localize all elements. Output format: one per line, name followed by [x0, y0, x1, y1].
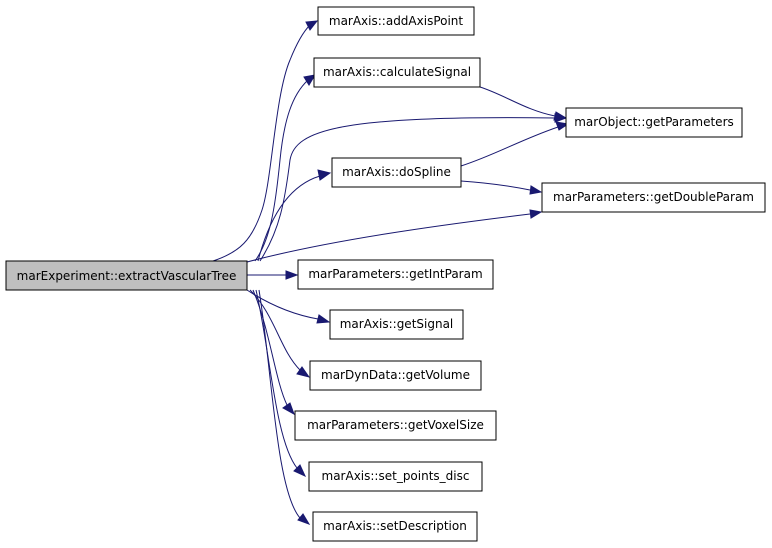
edge-doSpline-getDoubleParam-arrow [529, 185, 543, 195]
node-getDoubleParam-label: marParameters::getDoubleParam [553, 190, 754, 204]
edge-root-setPointsDisc [255, 289, 298, 469]
edge-root-setDescription [258, 289, 301, 519]
node-getSignal[interactable]: marAxis::getSignal [329, 309, 464, 340]
node-getVoxelSize[interactable]: marParameters::getVoxelSize [294, 410, 497, 441]
node-getSignal-label: marAxis::getSignal [340, 317, 454, 331]
node-setDescription-label: marAxis::setDescription [323, 519, 467, 533]
node-addAxisPoint[interactable]: marAxis::addAxisPoint [317, 6, 475, 36]
node-getVoxelSize-label: marParameters::getVoxelSize [307, 418, 484, 432]
edge-calculateSignal-getParameters [479, 86, 556, 117]
edges [212, 20, 570, 525]
edge-root-calculateSignal [254, 79, 309, 262]
node-getDoubleParam[interactable]: marParameters::getDoubleParam [541, 182, 766, 213]
node-getIntParam[interactable]: marParameters::getIntParam [297, 259, 494, 290]
edge-root-getDoubleParam-arrow [529, 209, 543, 219]
edge-root-doSpline-arrow [317, 169, 332, 181]
nodes: marExperiment::extractVascularTree marAx… [5, 6, 766, 542]
node-getParameters[interactable]: marObject::getParameters [565, 107, 743, 138]
edge-calculateSignal-getParameters-arrow [553, 111, 568, 121]
node-calculateSignal-label: marAxis::calculateSignal [323, 65, 471, 79]
node-doSpline[interactable]: marAxis::doSpline [331, 157, 462, 188]
edge-root-setDescription-arrow [297, 513, 311, 525]
edge-root-getSignal [246, 289, 319, 320]
edge-root-getVolume-arrow [296, 366, 311, 378]
edge-root-getSignal-arrow [316, 314, 331, 324]
node-setPointsDisc[interactable]: marAxis::set_points_disc [308, 461, 483, 492]
edge-root-setPointsDisc-arrow [293, 464, 307, 478]
node-calculateSignal[interactable]: marAxis::calculateSignal [313, 57, 481, 88]
edge-root-getVolume [249, 289, 301, 371]
node-root-label: marExperiment::extractVascularTree [17, 269, 237, 283]
edge-root-getIntParam-arrow [285, 270, 299, 280]
edge-root-addAxisPoint-arrow [305, 20, 319, 31]
node-addAxisPoint-label: marAxis::addAxisPoint [329, 14, 464, 28]
edge-root-getVoxelSize [252, 289, 288, 406]
edge-root-getParameters [259, 117, 557, 262]
node-getIntParam-label: marParameters::getIntParam [308, 267, 482, 281]
edge-root-calculateSignal-arrow [303, 74, 316, 86]
node-setDescription[interactable]: marAxis::setDescription [312, 511, 478, 542]
edge-root-doSpline [257, 175, 321, 262]
edge-root-getDoubleParam [246, 213, 531, 263]
node-getVolume-label: marDynData::getVolume [321, 368, 470, 382]
node-root[interactable]: marExperiment::extractVascularTree [5, 260, 248, 291]
edge-root-addAxisPoint [212, 24, 311, 262]
edge-doSpline-getParameters [460, 126, 559, 167]
node-getVolume[interactable]: marDynData::getVolume [309, 360, 482, 391]
edge-doSpline-getParameters-arrow [555, 121, 570, 131]
node-doSpline-label: marAxis::doSpline [342, 165, 451, 179]
node-getParameters-label: marObject::getParameters [574, 115, 734, 129]
edge-doSpline-getDoubleParam [460, 180, 531, 191]
edge-root-getVoxelSize-arrow [282, 402, 295, 416]
node-setPointsDisc-label: marAxis::set_points_disc [322, 469, 470, 483]
